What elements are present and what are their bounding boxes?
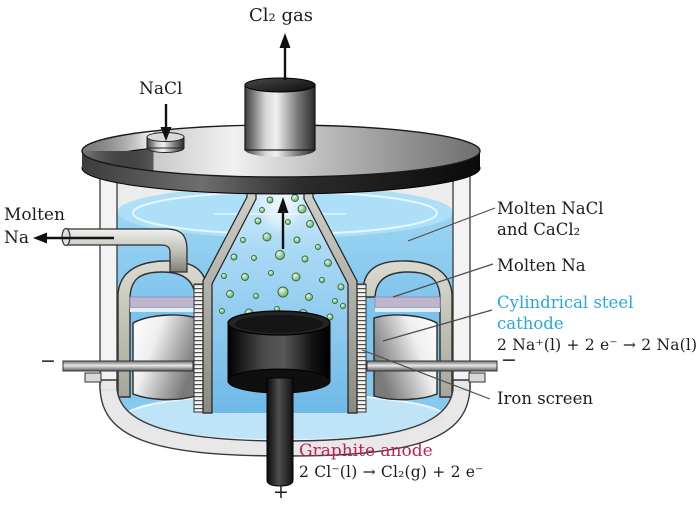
iron-screen-label: Iron screen	[497, 389, 593, 408]
leader-cathode	[382, 309, 493, 342]
steel-cathode-right	[373, 314, 438, 401]
molten-na-outlet-label: Molten Na	[4, 205, 65, 248]
support-lug-right	[468, 372, 486, 383]
leader-molten-na-layer	[392, 263, 494, 298]
anode-half-reaction: 2 Cl⁻(l) → Cl₂(g) + 2 e⁻	[299, 463, 484, 481]
leader-lines	[361, 207, 496, 400]
sodium-layer-meniscus-left	[130, 308, 195, 312]
negative-terminal-left: −	[40, 350, 56, 372]
cl2-gas-arrow	[279, 33, 291, 80]
graphite-anode-stem	[266, 377, 294, 487]
support-lug-left	[84, 372, 102, 383]
leader-molten-salt	[407, 207, 496, 242]
anode-label: Graphite anode	[299, 441, 433, 461]
vessel-wall-right	[452, 169, 471, 391]
negative-terminal-right: −	[501, 349, 517, 371]
molten-salt-label: Molten NaCl and CaCl₂	[497, 199, 604, 239]
sodium-outlet-pipe	[61, 227, 188, 273]
molten-sodium-layer-left	[129, 296, 196, 309]
chlorine-outlet-chimney	[244, 77, 316, 157]
sodium-collector-right	[362, 260, 453, 398]
iron-screen-left	[193, 283, 204, 413]
cathode-half-reaction: 2 Na⁺(l) + 2 e⁻ → 2 Na(l)	[497, 336, 698, 354]
cathode-terminal-rod-left	[62, 360, 194, 372]
molten-na-layer-label: Molten Na	[497, 256, 586, 275]
vessel-bowl-rim	[99, 379, 471, 457]
sodium-layer-meniscus-right	[375, 308, 440, 312]
nacl-label: NaCl	[139, 79, 183, 99]
steel-cathode-left	[132, 314, 197, 401]
leader-iron-screen	[361, 349, 491, 400]
iron-screen-right	[356, 283, 367, 413]
nacl-feed-arrow	[160, 104, 172, 141]
molten-na-flow-arrow	[33, 232, 114, 244]
cl2-gas-label: Cl₂ gas	[249, 5, 313, 26]
positive-terminal: +	[273, 481, 289, 503]
molten-sodium-layer-right	[374, 296, 441, 309]
cathode-label: Cylindrical steel cathode	[497, 293, 634, 333]
chlorine-rise-arrow	[277, 197, 289, 249]
vessel-wall-left	[99, 169, 118, 391]
cathode-terminal-rod-right	[366, 360, 498, 372]
